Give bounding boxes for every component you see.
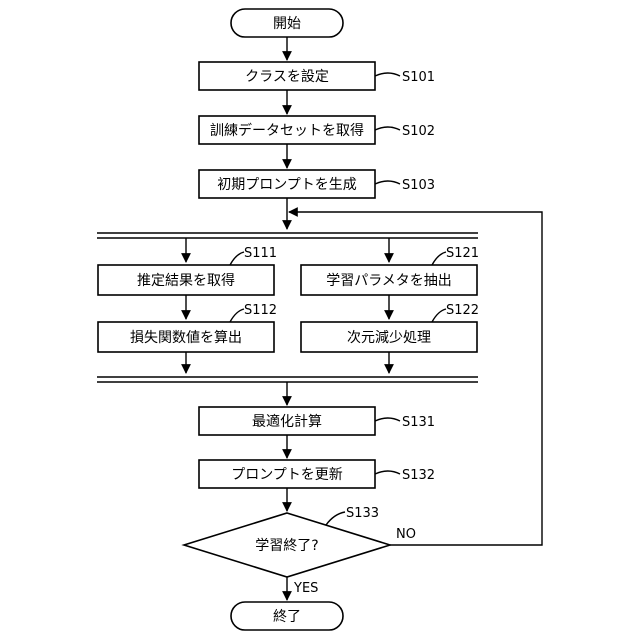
decision-s133: 学習終了? S133 <box>184 506 390 577</box>
step-s112-leader <box>230 309 244 322</box>
parallel-fork-bar <box>97 233 478 238</box>
step-s121-label: 学習パラメタを抽出 <box>326 273 452 289</box>
step-s102-leader <box>375 127 400 130</box>
decision-s133-label: 学習終了? <box>255 538 318 554</box>
step-s122-id: S122 <box>446 303 479 318</box>
step-s101: クラスを設定 S101 <box>199 62 435 90</box>
start-terminal: 開始 <box>231 9 343 37</box>
step-s112-id: S112 <box>244 303 277 318</box>
step-s102-id: S102 <box>402 124 435 139</box>
step-s101-id: S101 <box>402 70 435 85</box>
step-s111: 推定結果を取得 S111 <box>98 246 277 295</box>
step-s122: 次元減少処理 S122 <box>301 303 479 352</box>
step-s131-id: S131 <box>402 415 435 430</box>
step-s122-label: 次元減少処理 <box>347 329 431 346</box>
decision-no-label: NO <box>396 527 416 542</box>
step-s132-id: S132 <box>402 468 435 483</box>
step-s121: 学習パラメタを抽出 S121 <box>301 246 479 295</box>
end-label: 終了 <box>273 609 301 625</box>
step-s111-id: S111 <box>244 246 277 261</box>
step-s102-label: 訓練データセットを取得 <box>210 122 364 139</box>
decision-s133-leader <box>326 512 345 525</box>
step-s121-leader <box>432 252 446 265</box>
step-s112-label: 損失関数値を算出 <box>130 330 242 346</box>
step-s103-label: 初期プロンプトを生成 <box>217 176 357 193</box>
step-s111-label: 推定結果を取得 <box>137 272 235 289</box>
step-s122-leader <box>432 309 446 322</box>
step-s131: 最適化計算 S131 <box>199 407 435 435</box>
step-s112: 損失関数値を算出 S112 <box>98 303 277 352</box>
step-s101-label: クラスを設定 <box>245 69 329 85</box>
parallel-join-bar <box>97 377 478 382</box>
step-s102: 訓練データセットを取得 S102 <box>199 116 435 144</box>
step-s132-label: プロンプトを更新 <box>231 467 343 483</box>
step-s132: プロンプトを更新 S132 <box>199 460 435 488</box>
step-s132-leader <box>375 471 400 474</box>
step-s103: 初期プロンプトを生成 S103 <box>199 170 435 198</box>
step-s121-id: S121 <box>446 246 479 261</box>
start-label: 開始 <box>273 16 301 32</box>
step-s101-leader <box>375 73 400 76</box>
step-s103-leader <box>375 181 400 184</box>
decision-s133-id: S133 <box>346 506 379 521</box>
end-terminal: 終了 <box>231 602 343 630</box>
step-s131-label: 最適化計算 <box>252 413 322 430</box>
decision-yes-label: YES <box>293 581 318 596</box>
step-s111-leader <box>230 252 244 265</box>
step-s131-leader <box>375 418 400 421</box>
arrow-no-loop <box>289 212 542 545</box>
step-s103-id: S103 <box>402 178 435 193</box>
